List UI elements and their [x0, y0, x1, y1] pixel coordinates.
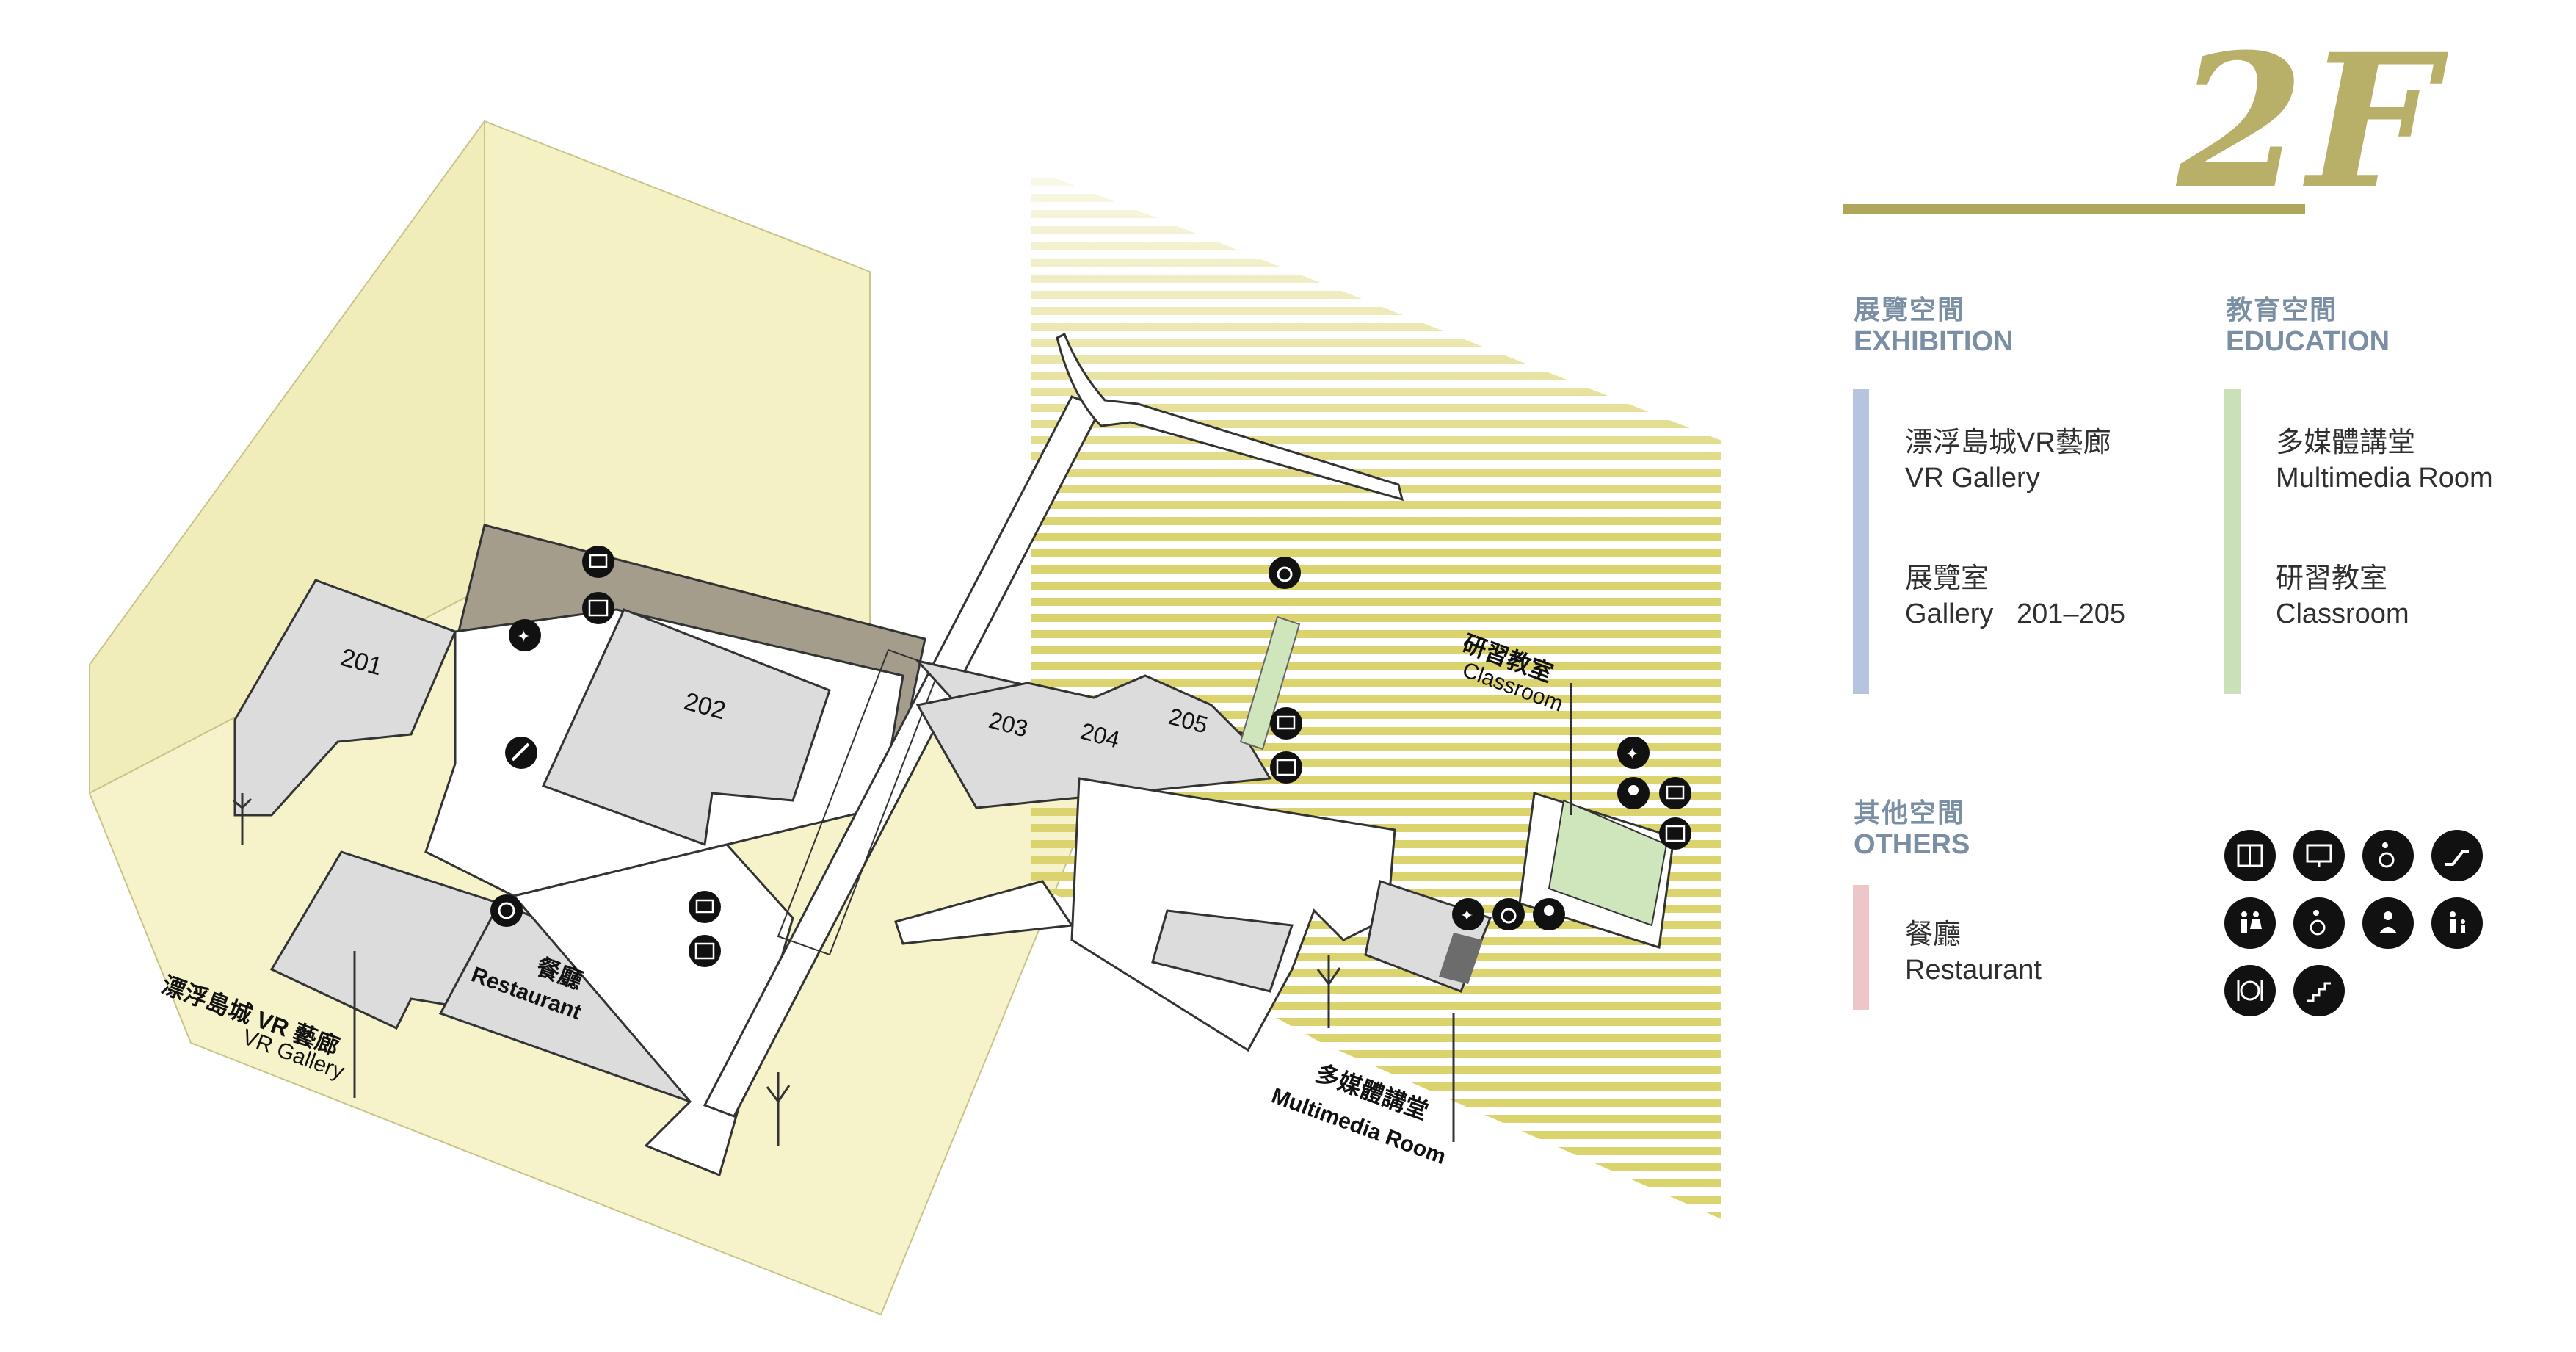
east-room-dark	[1439, 933, 1483, 984]
map-dining-icon	[490, 894, 523, 927]
ramp-strip	[1239, 615, 1301, 751]
restroom-icon	[2224, 897, 2276, 949]
legend-education-header: 教育空間 EDUCATION	[2226, 294, 2390, 359]
classroom-room-shape	[1548, 799, 1668, 927]
nursing-room-icon	[2362, 897, 2414, 949]
map-elevator-icon-4	[1659, 817, 1691, 850]
svg-text:✦: ✦	[517, 627, 530, 646]
map-elevator-icon	[582, 592, 614, 624]
legend-education-item-2-zh: 研習教室	[2276, 563, 2388, 594]
legend-others-zh: 其他空間	[1854, 798, 1966, 828]
legend-others-item-1: 餐廳 Restaurant	[1905, 918, 2042, 988]
legend-exhibition-item-1: 漂浮島城VR藝廊 VR Gallery	[1905, 426, 2111, 496]
legend-education-item-1-en: Multimedia Room	[2276, 462, 2493, 494]
legend-exhibition-item-2-en: Gallery 201–205	[1905, 598, 2125, 629]
accessible-restroom-icon	[2293, 897, 2345, 949]
floor-title: 2F	[2177, 13, 2441, 229]
map-info-display-icon	[582, 546, 614, 578]
legend-exhibition-zh: 展覽空間	[1854, 294, 1966, 325]
legend-education-item-1: 多媒體講堂 Multimedia Room	[2276, 426, 2493, 496]
elevator-icon	[2224, 830, 2276, 881]
stairs-icon	[2293, 965, 2345, 1016]
multimedia-room-shape	[1151, 909, 1294, 993]
map-elevator-icon-2	[689, 935, 721, 967]
escalator-icon	[2431, 830, 2483, 881]
galleries-band	[915, 674, 1272, 809]
legend-others-item-1-zh: 餐廳	[1905, 919, 1962, 950]
legend-education-item-2: 研習教室 Classroom	[2276, 562, 2409, 632]
map-restroom-icon-2: ✦	[1452, 898, 1484, 930]
family-restroom-icon	[2431, 897, 2483, 949]
legend-exhibition-en: EXHIBITION	[1854, 326, 2014, 358]
title-divider	[1843, 204, 2305, 214]
curved-walkway	[1056, 332, 1404, 502]
room-202-shape	[541, 608, 831, 847]
legend-education-en: EDUCATION	[2226, 326, 2390, 358]
svg-text:✦: ✦	[1625, 745, 1639, 763]
legend-education-bar	[2224, 389, 2241, 694]
legend-exhibition-item-1-zh: 漂浮島城VR藝廊	[1905, 427, 2111, 458]
legend-others-en: OTHERS	[1854, 829, 1970, 861]
legend-exhibition-bar	[1853, 389, 1869, 694]
map-info-display-icon-3	[1270, 707, 1302, 740]
legend-education-item-2-en: Classroom	[2276, 598, 2409, 629]
legend-exhibition-item-2-zh: 展覽室	[1905, 563, 1989, 594]
legend-education-item-1-zh: 多媒體講堂	[2276, 427, 2416, 458]
map-family-icon	[1617, 777, 1650, 809]
map-accessible-icon	[1269, 557, 1301, 589]
legend-others-bar	[1853, 885, 1869, 1010]
map-escalator-icon	[505, 737, 537, 769]
map-info-display-icon-2	[689, 891, 721, 923]
map-nursing-icon	[1533, 898, 1565, 930]
map-elevator-icon-3	[1270, 751, 1302, 784]
accessible-elevator-icon	[2362, 830, 2414, 881]
svg-text:✦: ✦	[1460, 906, 1473, 925]
legend-exhibition-item-1-en: VR Gallery	[1905, 462, 2040, 494]
legend-exhibition-item-2: 展覽室 Gallery 201–205	[1905, 562, 2125, 632]
legend-others-header: 其他空間 OTHERS	[1854, 797, 1970, 862]
legend-others-item-1-en: Restaurant	[1905, 954, 2042, 986]
plant-decoration	[233, 793, 1341, 1146]
map-accessible-restroom-icon	[1492, 898, 1525, 930]
legend-exhibition-header: 展覽空間 EXHIBITION	[1854, 294, 2013, 359]
map-restroom-icon: ✦	[509, 619, 541, 651]
map-info-display-icon-4	[1659, 777, 1691, 809]
right-corridor	[1070, 777, 1396, 1052]
facility-icon-legend	[2224, 830, 2483, 1016]
stairs-path	[894, 880, 1074, 945]
legend-education-zh: 教育空間	[2226, 294, 2338, 325]
dining-icon	[2224, 965, 2276, 1016]
info-display-icon	[2293, 830, 2345, 881]
room-201-shape	[233, 579, 457, 817]
map-restroom-icon-3: ✦	[1617, 737, 1650, 769]
